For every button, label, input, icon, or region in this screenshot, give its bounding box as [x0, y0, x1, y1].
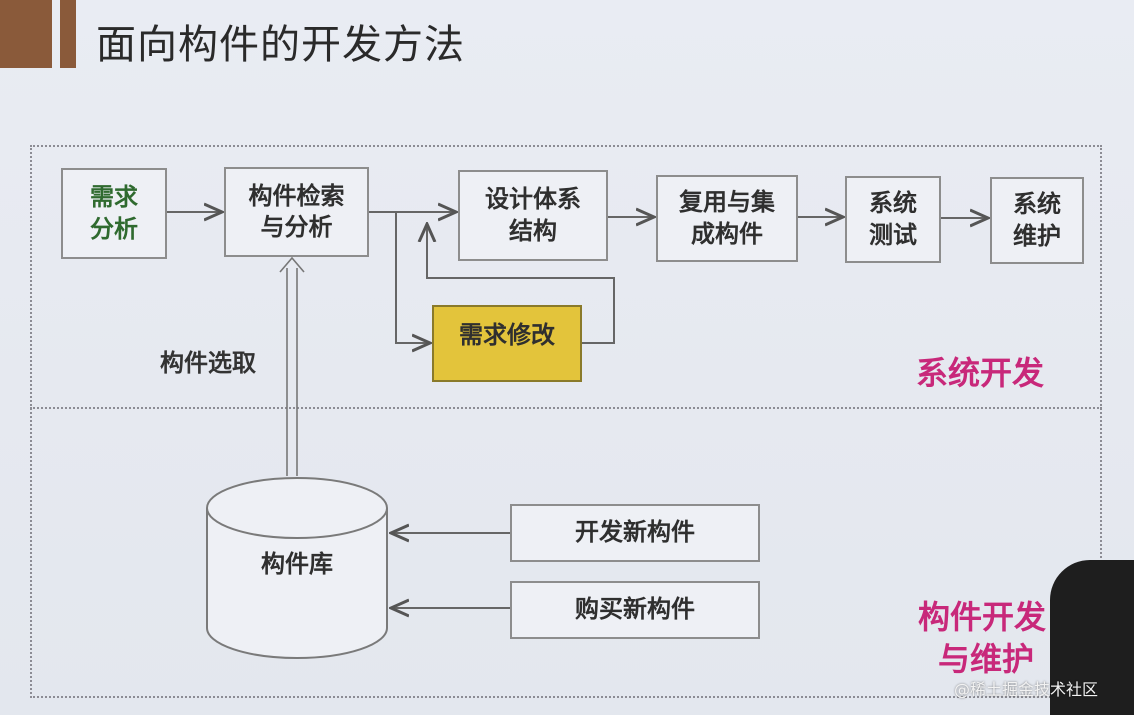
- system-development-label: 系统开发: [916, 354, 1045, 392]
- component-dev-label-line2: 与维护: [938, 640, 1035, 678]
- reuse-integration-box: 复用与集 成构件: [656, 175, 798, 262]
- presenter-silhouette: [1050, 560, 1134, 715]
- buy-new-component-label: 购买新构件: [575, 595, 695, 624]
- develop-new-component-label: 开发新构件: [575, 518, 695, 547]
- component-dev-label-line1: 构件开发: [918, 598, 1047, 636]
- slide-title: 面向构件的开发方法: [96, 22, 465, 68]
- component-selection-label: 构件选取: [160, 349, 256, 377]
- component-retrieval-box: 构件检索 与分析: [224, 167, 369, 257]
- develop-new-component-box: 开发新构件: [510, 504, 760, 562]
- requirement-analysis-box: 需求 分析: [61, 168, 167, 259]
- architecture-design-label: 设计体系 结构: [485, 185, 581, 245]
- requirement-change-label: 需求修改: [459, 320, 555, 349]
- buy-new-component-box: 购买新构件: [510, 581, 760, 639]
- component-library-cylinder: [206, 477, 388, 659]
- component-retrieval-label: 构件检索 与分析: [248, 181, 345, 241]
- title-accent-bar-small: [60, 0, 76, 68]
- watermark-text: @稀土掘金技术社区: [954, 680, 1099, 699]
- arrow-to-req-change: [395, 212, 430, 343]
- requirement-change-box: 需求修改: [432, 305, 582, 382]
- diagram-frame: [30, 145, 1102, 698]
- reuse-integration-label: 复用与集 成构件: [679, 188, 775, 248]
- requirement-analysis-label: 需求 分析: [90, 183, 138, 243]
- arrow-req-change-feedback: [427, 224, 615, 344]
- title-accent-bar: [0, 0, 52, 68]
- system-maintenance-box: 系统 维护: [990, 177, 1084, 264]
- section-divider: [30, 407, 1102, 409]
- system-testing-box: 系统 测试: [845, 176, 941, 263]
- system-testing-label: 系统 测试: [869, 189, 917, 249]
- arrow-library-to-retrieval: [279, 256, 305, 476]
- architecture-design-box: 设计体系 结构: [458, 170, 608, 261]
- component-library-label: 构件库: [261, 550, 333, 578]
- system-maintenance-label: 系统 维护: [1013, 190, 1061, 250]
